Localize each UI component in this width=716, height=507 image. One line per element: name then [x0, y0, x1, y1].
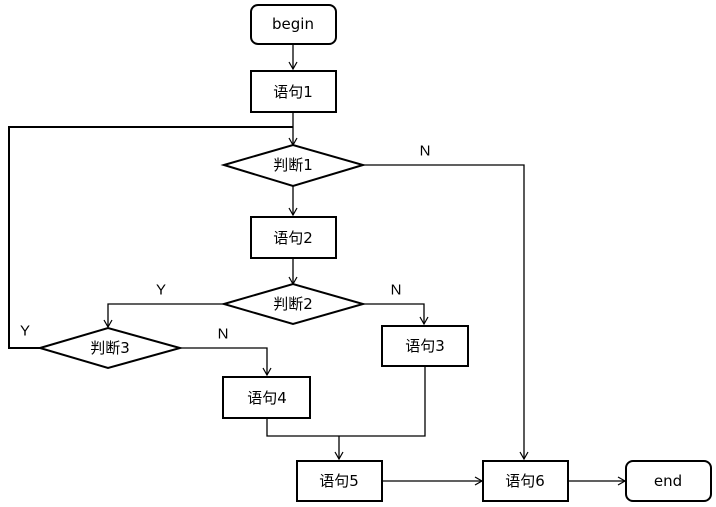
edge-label-d3-n: N [218, 326, 229, 343]
s2-node [250, 216, 337, 259]
s6-node [482, 460, 569, 502]
edge-s4-join [266, 366, 426, 437]
edge-label-d2-n: N [391, 282, 402, 299]
begin-node [250, 4, 337, 45]
s1-node [250, 70, 337, 113]
edge-d1-s6 [363, 164, 529, 461]
edge-label-d3-y: Y [20, 323, 30, 340]
d2-node [220, 282, 367, 326]
s5-node [296, 460, 383, 502]
s3-label: 语句3 [405, 337, 445, 355]
edge-label-d2-y: Y [156, 282, 166, 299]
s1-label: 语句1 [273, 83, 313, 101]
edge-d2-d3 [103, 303, 224, 329]
edge-label-d1-n: N [420, 143, 431, 160]
s5-label: 语句5 [319, 472, 359, 490]
s6-label: 语句6 [505, 472, 545, 490]
d1-label: 判断1 [273, 156, 313, 174]
end-node [625, 460, 712, 502]
s4-label: 语句4 [247, 389, 287, 407]
edge-d2-s3 [363, 303, 429, 326]
begin-label: begin [272, 15, 314, 33]
edge-d3-s4 [180, 347, 272, 377]
edge-d3-d1-loop [8, 126, 293, 349]
d3-node [36, 326, 184, 370]
s2-label: 语句2 [273, 229, 313, 247]
s3-node [381, 325, 469, 367]
s4-node [222, 376, 311, 419]
d2-label: 判断2 [273, 295, 313, 313]
d1-node [220, 143, 367, 188]
d3-label: 判断3 [90, 339, 130, 357]
end-label: end [654, 472, 682, 490]
